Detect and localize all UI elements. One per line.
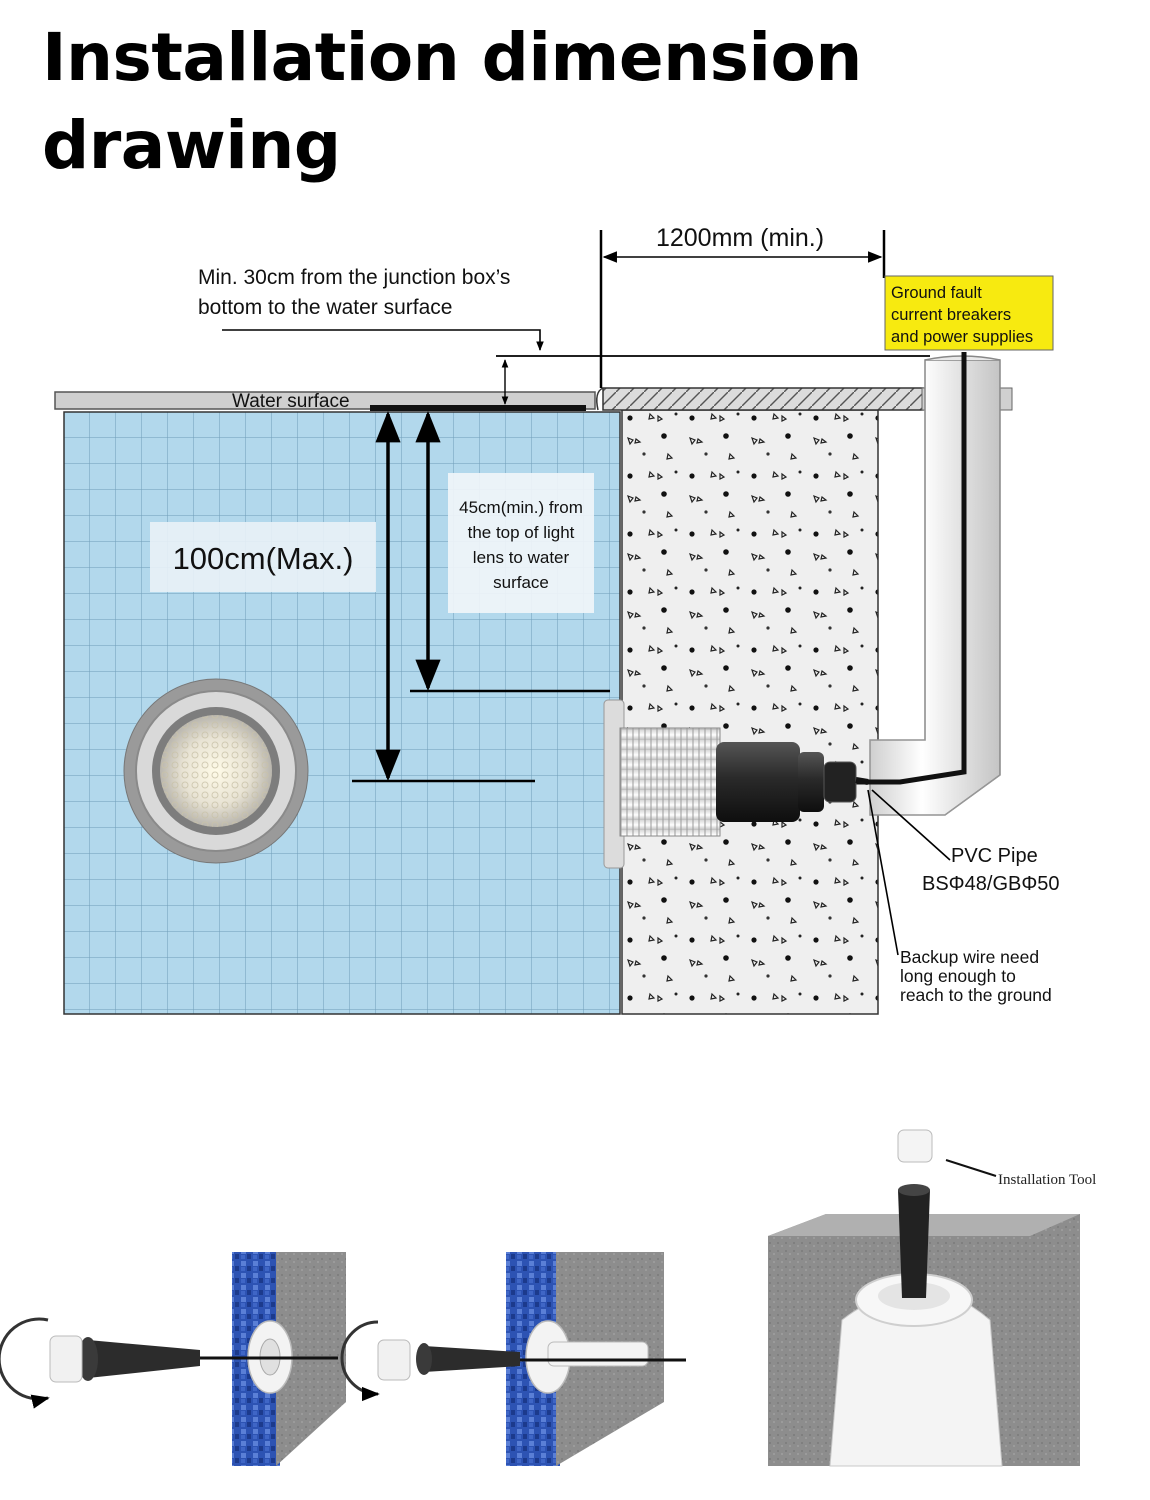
junction-leader bbox=[222, 329, 544, 351]
max-depth-label: 100cm(Max.) bbox=[173, 541, 354, 576]
max-depth-box bbox=[150, 522, 376, 592]
lens-note-box bbox=[448, 473, 594, 613]
water-surface-line bbox=[370, 405, 586, 411]
pvc-pipe bbox=[869, 355, 1001, 816]
pipe-note-line-1: PVC Pipe bbox=[951, 845, 1038, 867]
breaker-note-line-2: current breakers bbox=[891, 306, 1011, 324]
distance-label: 1200mm (min.) bbox=[656, 224, 824, 252]
page-title: Installation dimension drawing bbox=[42, 19, 862, 184]
pipe-leader bbox=[871, 789, 951, 861]
breaker-note-line-1: Ground fault bbox=[891, 284, 982, 302]
concrete-wall bbox=[621, 409, 879, 1015]
backup-note-line-3: reach to the ground bbox=[900, 985, 1052, 1005]
installation-tool-photo: Installation Tool bbox=[768, 1129, 1096, 1467]
junction-note-line-2: bottom to the water surface bbox=[198, 296, 452, 319]
water-surface-label: Water surface bbox=[232, 391, 350, 412]
pipe-note-line-2: BSΦ48/GBΦ50 bbox=[922, 873, 1060, 895]
backup-wire-leader bbox=[867, 789, 899, 956]
backup-note-line-1: Backup wire need bbox=[900, 947, 1039, 967]
pool-deck bbox=[54, 391, 596, 410]
installation-tool-label: Installation Tool bbox=[998, 1172, 1096, 1188]
junction-note-line-1: Min. 30cm from the junction box’s bbox=[198, 266, 510, 289]
wall-light-fixture bbox=[603, 699, 869, 869]
lens-note-line-2: the top of light bbox=[468, 523, 575, 542]
install-step-photo-2 bbox=[340, 1252, 686, 1466]
lens-note-line-3: lens to water bbox=[473, 548, 570, 567]
breaker-box bbox=[884, 275, 1054, 351]
power-cable bbox=[850, 352, 967, 785]
ground-surface bbox=[602, 387, 924, 411]
install-step-photo-1 bbox=[0, 1252, 346, 1466]
backup-note-line-2: long enough to bbox=[900, 966, 1016, 986]
breaker-note-line-3: and power supplies bbox=[891, 328, 1033, 346]
lens-note-line-4: surface bbox=[493, 573, 549, 592]
lens-note-line-1: 45cm(min.) from bbox=[459, 498, 583, 517]
pool-light-front-view bbox=[123, 678, 309, 864]
